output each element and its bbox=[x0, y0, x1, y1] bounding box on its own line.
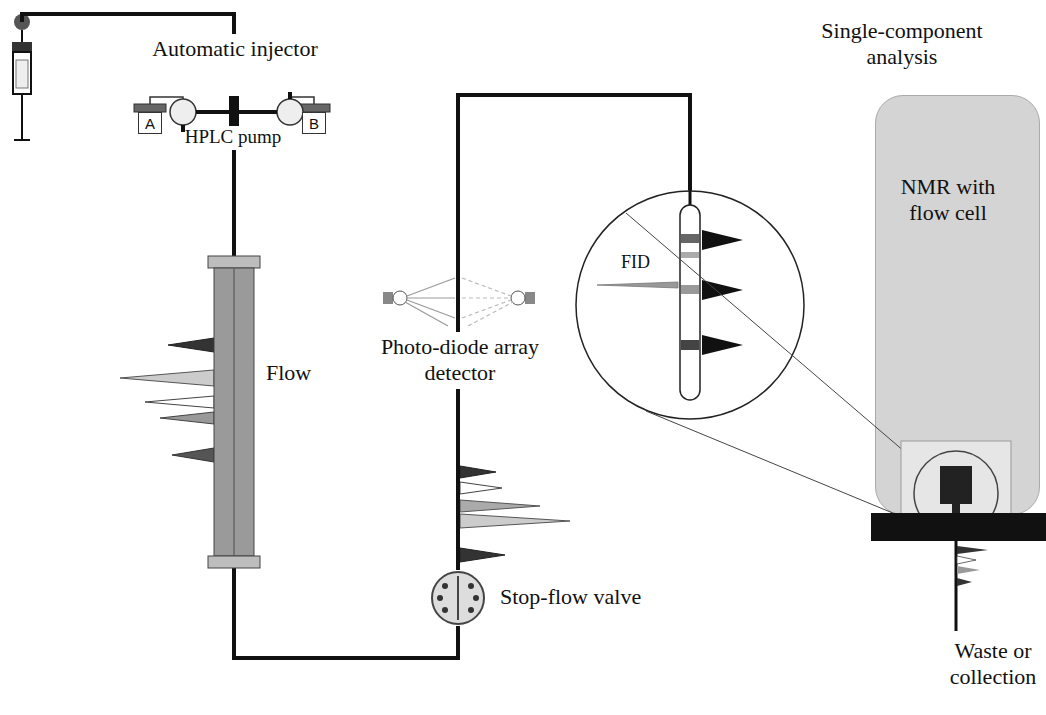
solvent-reservoir: A bbox=[138, 112, 162, 134]
mixer bbox=[229, 96, 239, 126]
tubing-connector bbox=[234, 568, 458, 658]
syringe-fluid bbox=[16, 60, 28, 88]
nmr-magnet-drawing bbox=[876, 96, 1041, 516]
nmr-magnet: NMR with flow cell bbox=[875, 95, 1040, 515]
pump-stem bbox=[181, 125, 185, 132]
peak bbox=[120, 370, 214, 386]
peak bbox=[460, 482, 502, 494]
pump-head bbox=[170, 99, 196, 125]
syringe-plunger bbox=[21, 94, 23, 140]
pump-head bbox=[277, 99, 303, 125]
stop-flow-valve: Stop-flow valve bbox=[430, 570, 486, 626]
part-name: NMR with flow cell bbox=[898, 174, 998, 227]
part-name: B bbox=[309, 116, 319, 131]
peak bbox=[172, 448, 214, 462]
peak bbox=[460, 466, 496, 478]
magnified-flow-cell-drawing bbox=[575, 190, 805, 420]
part-name: Waste or collection bbox=[945, 638, 1041, 691]
lamp bbox=[393, 291, 407, 305]
stop-flow-valve-drawing bbox=[430, 570, 486, 626]
magnified-flow-cell: Single-component analysisFID bbox=[575, 190, 805, 420]
tubing bbox=[232, 150, 236, 256]
signal-label: FID bbox=[621, 252, 671, 274]
tubing bbox=[22, 14, 234, 34]
part-name: Photo-diode array detector bbox=[366, 332, 554, 389]
part-name: Automatic injector bbox=[140, 36, 330, 62]
diode bbox=[511, 291, 525, 305]
peak bbox=[160, 412, 214, 424]
hplc-column: Flow bbox=[208, 256, 260, 568]
pump-stem bbox=[288, 92, 292, 99]
part-name: HPLC pump bbox=[168, 126, 298, 149]
part-name: Flow bbox=[266, 360, 336, 386]
lamp-base bbox=[383, 292, 393, 304]
peak bbox=[145, 396, 214, 408]
diode-base bbox=[525, 292, 535, 304]
syringe-top bbox=[12, 42, 32, 52]
syringe-barrel bbox=[13, 52, 31, 94]
light-rays bbox=[405, 278, 455, 326]
reservoir-cap bbox=[134, 104, 166, 112]
syringe-handle bbox=[14, 139, 30, 141]
peak bbox=[460, 514, 570, 528]
part-name: Single-component analysis bbox=[811, 18, 993, 71]
light-rays bbox=[462, 278, 513, 326]
hplc-column-drawing bbox=[208, 256, 260, 568]
solvent-reservoir: B bbox=[302, 112, 326, 134]
peak bbox=[460, 500, 540, 512]
syringe-needle bbox=[21, 30, 23, 42]
part-name: A bbox=[145, 116, 155, 131]
peak bbox=[460, 548, 505, 562]
peak bbox=[168, 338, 214, 352]
part-name: Stop-flow valve bbox=[500, 584, 680, 610]
